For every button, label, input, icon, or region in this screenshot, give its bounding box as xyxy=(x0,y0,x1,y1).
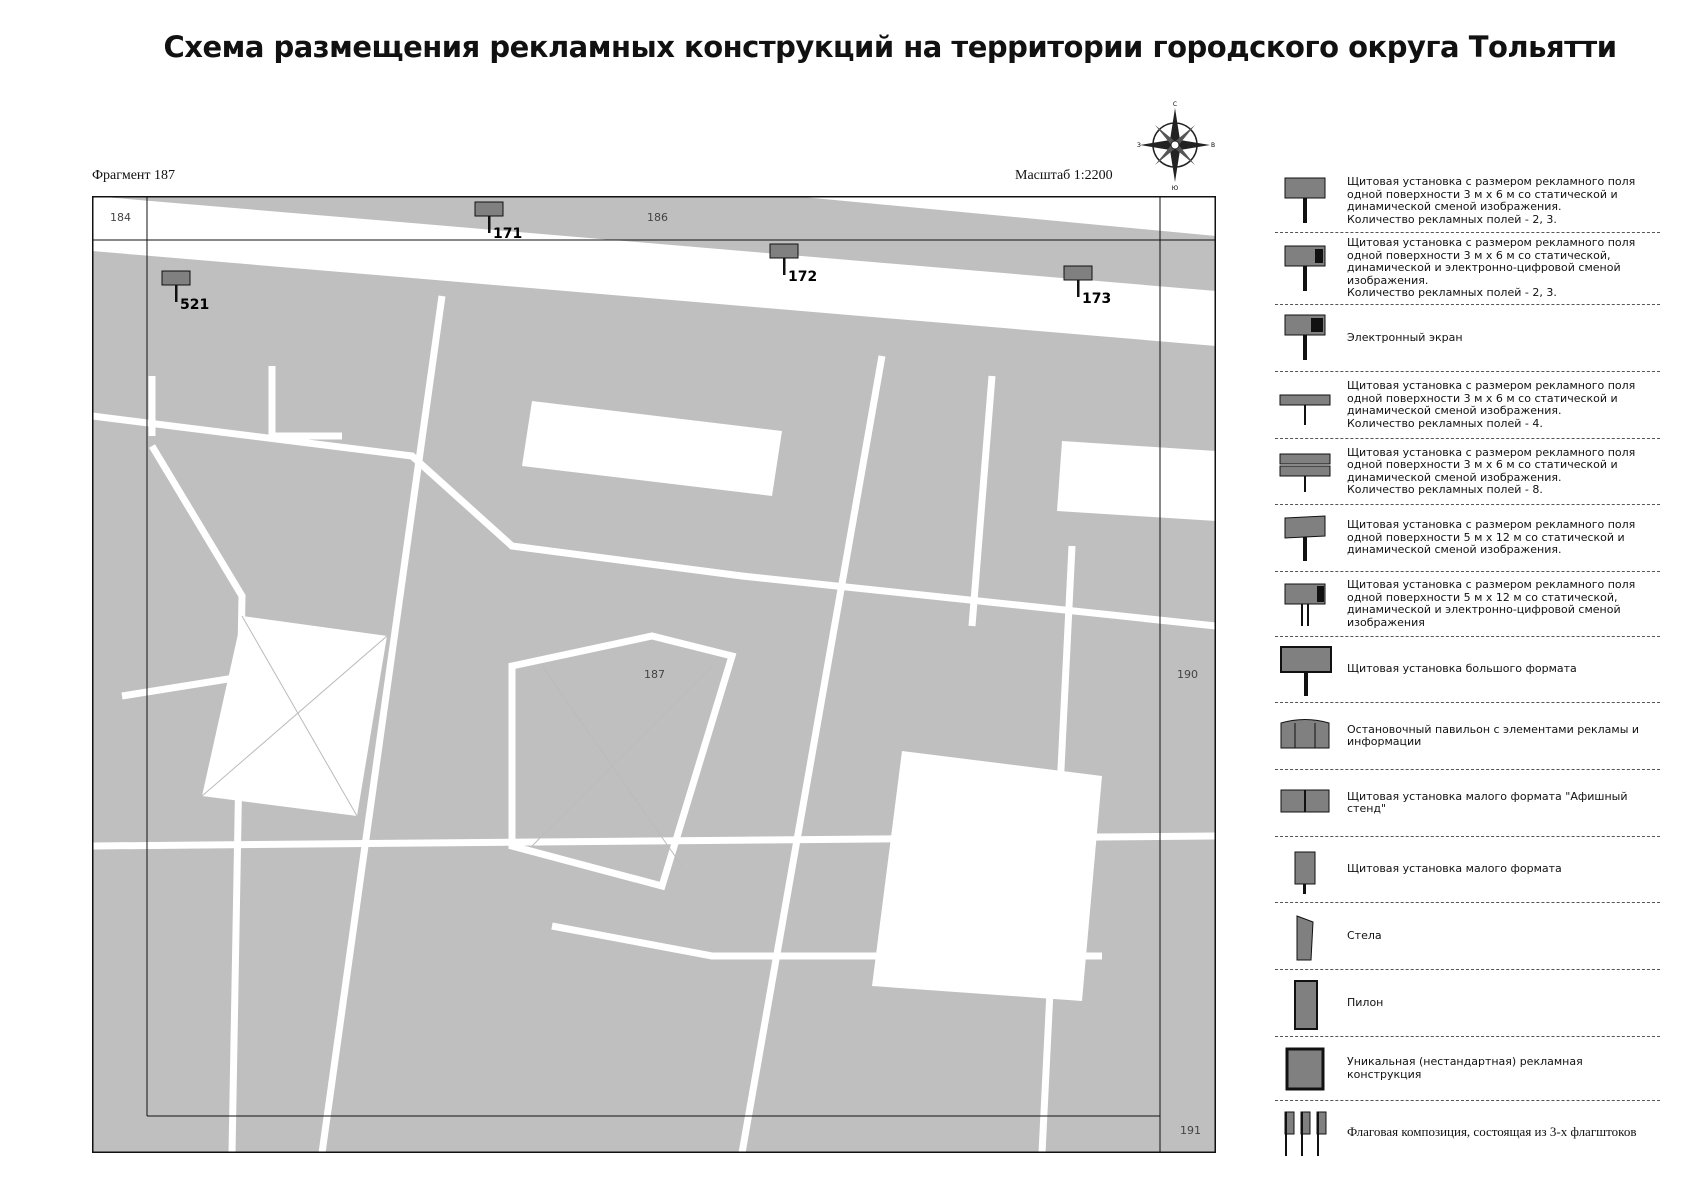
north-area xyxy=(92,196,1216,236)
legend-text: Щитовая установка с размером рекламного … xyxy=(1347,578,1636,629)
legend-text: Щитовая установка малого формата xyxy=(1347,862,1562,876)
poster-stand-icon xyxy=(1280,789,1330,813)
legend-text: Электронный экран xyxy=(1347,330,1463,344)
legend-item-billboard-5x12-digital: Щитовая установка с размером рекламного … xyxy=(1275,572,1660,637)
legend-item-flag-composition: Флаговая композиция, состоящая из 3-х фл… xyxy=(1275,1101,1660,1163)
legend-item-unique-structure: Уникальная (нестандартная) рекламная кон… xyxy=(1275,1037,1660,1101)
square-paths xyxy=(201,615,713,867)
billboard-5x12-icon xyxy=(1284,515,1326,561)
page-title: Схема размещения рекламных конструкций н… xyxy=(163,30,1617,64)
legend-item-billboard-large: Щитовая установка большого формата xyxy=(1275,637,1660,703)
map-fragment[interactable]: 184 186 187 190 191 521 171 172 173 xyxy=(92,196,1216,1153)
legend-item-electronic-screen: Электронный экран xyxy=(1275,305,1660,372)
electronic-screen-icon xyxy=(1284,314,1326,360)
map-frame xyxy=(92,196,1216,1153)
legend-text: Щитовая установка большого формата xyxy=(1347,662,1577,676)
marker-label: 171 xyxy=(493,226,522,242)
small-billboard-icon xyxy=(1294,851,1316,894)
block-label: 184 xyxy=(110,211,131,224)
marker-label: 521 xyxy=(180,297,209,313)
billboard-digital-icon xyxy=(1284,245,1326,291)
parking-lot xyxy=(872,751,1102,1001)
legend-text: Стела xyxy=(1347,928,1382,942)
compass-north: С xyxy=(1173,101,1177,108)
legend-text: Пилон xyxy=(1347,995,1384,1009)
stele-icon xyxy=(1296,915,1314,961)
block-label: 190 xyxy=(1177,668,1198,681)
block-label: 186 xyxy=(647,211,668,224)
legend-item-billboard-static: Щитовая установка с размером рекламного … xyxy=(1275,170,1660,233)
billboard-marker[interactable]: 521 xyxy=(161,270,209,313)
legend-item-stele: Стела xyxy=(1275,903,1660,970)
legend-item-billboard-8: Щитовая установка с размером рекламного … xyxy=(1275,439,1660,505)
legend-text: Щитовая установка малого формата "Афишны… xyxy=(1347,789,1628,815)
compass-east: В xyxy=(1211,142,1215,149)
billboard-marker[interactable]: 173 xyxy=(1063,265,1111,307)
compass-rose-icon: С Ю З В xyxy=(1137,101,1215,190)
fragment-label: Фрагмент 187 xyxy=(92,168,176,183)
highway xyxy=(92,196,1216,346)
legend-text: Щитовая установка с размером рекламного … xyxy=(1347,379,1636,430)
legend-item-bus-stop-pavilion: Остановочный павильон с элементами рекла… xyxy=(1275,703,1660,770)
marker-label: 173 xyxy=(1082,291,1111,307)
flag-composition-icon xyxy=(1284,1111,1327,1156)
compass-south: Ю xyxy=(1172,185,1179,190)
legend-item-pylon: Пилон xyxy=(1275,970,1660,1037)
parking-lot xyxy=(522,401,782,496)
billboard-8-icon xyxy=(1279,453,1331,492)
legend-text: Щитовая установка с размером рекламного … xyxy=(1347,175,1636,226)
pylon-icon xyxy=(1294,980,1318,1030)
legend-text: Щитовая установка с размером рекламного … xyxy=(1347,445,1636,496)
legend: Щитовая установка с размером рекламного … xyxy=(1275,170,1660,1163)
marker-label: 172 xyxy=(788,269,817,285)
scale-label: Масштаб 1:2200 xyxy=(1015,168,1113,183)
block-label: 187 xyxy=(644,668,665,681)
legend-text: Щитовая установка с размером рекламного … xyxy=(1347,518,1636,557)
legend-item-billboard-4: Щитовая установка с размером рекламного … xyxy=(1275,372,1660,439)
legend-item-poster-stand: Щитовая установка малого формата "Афишны… xyxy=(1275,770,1660,837)
legend-text: Остановочный павильон с элементами рекла… xyxy=(1347,722,1640,748)
block-label: 191 xyxy=(1180,1124,1201,1137)
billboard-static-icon xyxy=(1284,177,1326,223)
legend-item-billboard-digital: Щитовая установка с размером рекламного … xyxy=(1275,233,1660,305)
billboard-marker[interactable]: 171 xyxy=(474,201,522,242)
billboard-5x12-digital-icon xyxy=(1284,583,1326,626)
parking-lot xyxy=(1057,441,1216,521)
legend-text: Щитовая установка с размером рекламного … xyxy=(1347,236,1636,300)
billboard-marker[interactable]: 172 xyxy=(769,243,817,285)
legend-text: Уникальная (нестандартная) рекламная кон… xyxy=(1347,1055,1583,1081)
unique-structure-icon xyxy=(1285,1047,1325,1090)
billboard-large-icon xyxy=(1280,645,1332,696)
bus-stop-pavilion-icon xyxy=(1280,719,1330,749)
legend-text: Флаговая композиция, состоящая из 3-х фл… xyxy=(1347,1124,1637,1139)
billboard-4-icon xyxy=(1279,394,1331,425)
legend-item-small-billboard: Щитовая установка малого формата xyxy=(1275,837,1660,903)
legend-item-billboard-5x12: Щитовая установка с размером рекламного … xyxy=(1275,505,1660,572)
compass-west: З xyxy=(1137,142,1141,149)
